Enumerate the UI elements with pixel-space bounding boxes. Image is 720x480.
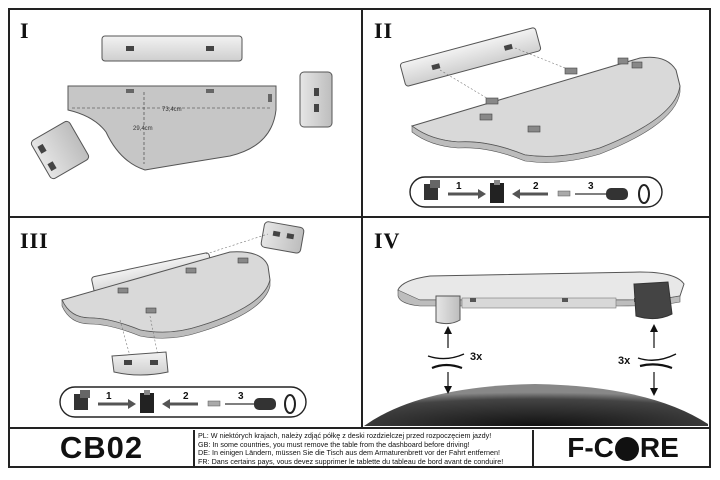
panel-2-assembly: 1 2 3	[399, 27, 681, 208]
sequence-number-3: 3	[238, 391, 244, 402]
board-clip	[527, 125, 541, 133]
board-clip	[485, 97, 499, 105]
step-label-1: I	[20, 18, 30, 43]
sequence-number-3: 3	[588, 181, 594, 192]
rail-clip	[470, 298, 476, 302]
depth-dimension-label: 29,4cm	[133, 126, 153, 132]
repeat-label-right: 3x	[618, 355, 631, 367]
guide-line	[149, 315, 159, 357]
left-bracket-part	[30, 120, 90, 180]
back-rail-part	[101, 35, 243, 62]
rail-clip	[206, 46, 214, 51]
board-clip	[479, 113, 493, 121]
board-clip	[117, 287, 129, 294]
board-clip	[145, 307, 157, 314]
board-clip	[185, 267, 197, 274]
brand-logo-text-right: RE	[639, 432, 679, 463]
panel-divider-middle	[8, 216, 711, 218]
panel-3-assembly: 1 2 3	[59, 221, 307, 418]
board-clip	[617, 57, 629, 65]
rotate-arrow-icon	[427, 353, 465, 360]
warning-pl: PL: W niektórych krajach, należy zdjąć p…	[198, 432, 492, 440]
left-bracket-part	[435, 295, 461, 325]
board-clip	[237, 257, 249, 264]
model-number: CB02	[59, 430, 144, 465]
tray-board-part	[67, 85, 277, 171]
footer-divider	[532, 430, 534, 468]
warning-fr: FR: Dans certains pays, vous devez suppr…	[198, 457, 504, 466]
panel-divider-footer	[8, 427, 711, 429]
dashboard-surface	[364, 384, 708, 426]
width-dimension-label: 73,4cm	[162, 107, 182, 113]
back-rail-part	[399, 27, 542, 87]
board-slot	[126, 89, 134, 93]
screw-sequence-panel-3: 1 2 3	[59, 386, 307, 418]
brand-logo-text-left: F-C	[567, 432, 614, 463]
step-label-3: III	[20, 228, 49, 253]
rail-clip	[562, 298, 568, 302]
driving-warning: PL: W niektórych krajach, należy zdjąć p…	[198, 432, 530, 466]
right-bracket-part	[260, 221, 305, 254]
sequence-number-2: 2	[533, 181, 539, 192]
warning-de: DE: In einigen Ländern, müssen Sie die T…	[198, 449, 501, 458]
sequence-number-1: 1	[106, 391, 112, 402]
back-rail-part	[461, 297, 617, 309]
step-label-4: IV	[374, 228, 401, 253]
sequence-number-2: 2	[183, 391, 189, 402]
warning-gb: GB: In some countries, you must remove t…	[198, 440, 470, 449]
panel-4-mounting: 3x 3x	[364, 271, 708, 426]
screw-sequence-panel-2: 1 2 3	[409, 176, 663, 208]
globe-icon	[614, 437, 639, 461]
step-label-2: II	[374, 18, 394, 43]
board-edge	[61, 279, 271, 339]
board-slot	[206, 89, 214, 93]
guide-line	[205, 233, 269, 255]
board-clip	[564, 67, 578, 75]
footer-divider	[193, 430, 195, 468]
guide-line	[514, 47, 571, 71]
rail-clip	[126, 46, 134, 51]
board-edge	[411, 85, 681, 163]
panel-1-exploded-parts: 73,4cm 29,4cm	[30, 35, 333, 180]
sheet-frame	[8, 8, 711, 468]
guide-line	[439, 69, 491, 101]
left-bracket-part	[111, 351, 169, 376]
repeat-label-left: 3x	[470, 351, 483, 363]
board-slot	[268, 94, 272, 102]
right-bracket-part	[299, 71, 333, 128]
sequence-number-1: 1	[456, 181, 462, 192]
brand-logo: F-C RE	[536, 430, 710, 466]
rotate-arrow-icon	[637, 353, 677, 361]
right-bracket-part	[633, 281, 673, 320]
board-clip	[631, 61, 643, 69]
panel-divider-vertical	[361, 8, 363, 428]
